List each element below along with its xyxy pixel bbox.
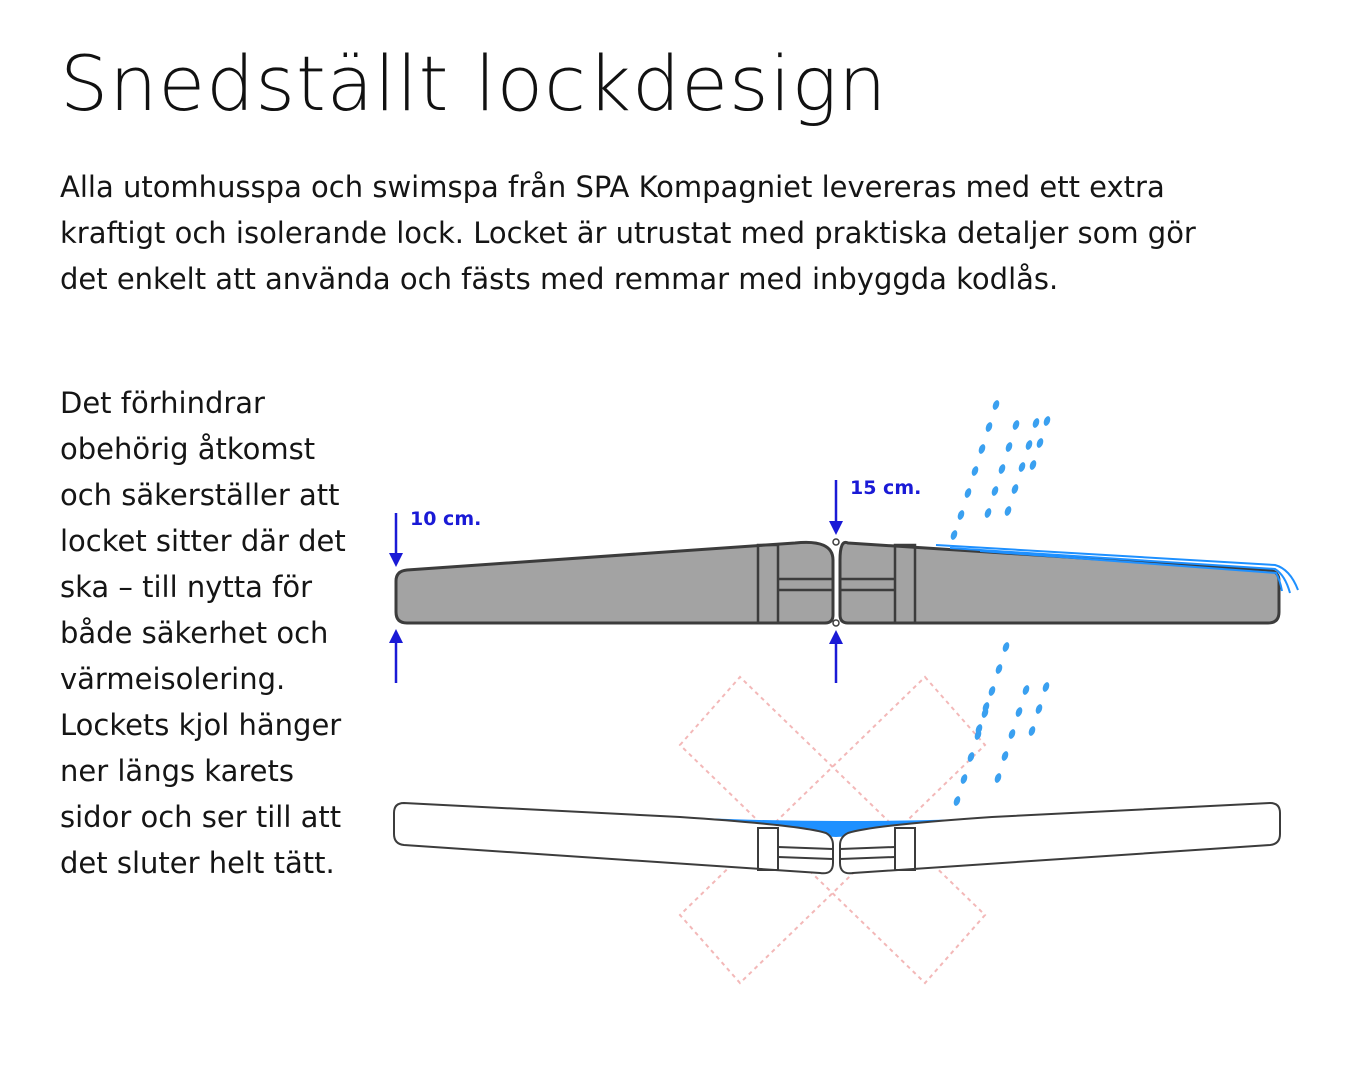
rain-top (950, 400, 1051, 540)
page-title: Snedställt lockdesign (60, 39, 888, 128)
center-height-arrows (829, 480, 843, 683)
rain-bottom (953, 642, 1050, 806)
wrong-cross-mark (678, 675, 987, 985)
sloped-lid (394, 538, 1281, 627)
edge-height-arrows (389, 513, 403, 683)
flat-lid (393, 801, 1281, 875)
center-height-label: 15 cm. (850, 477, 921, 499)
intro-paragraph: Alla utomhusspa och swimspa från SPA Kom… (60, 170, 1196, 296)
edge-height-label: 10 cm. (410, 508, 481, 530)
side-paragraph: Det förhindrar obehörig åtkomst och säke… (60, 386, 346, 880)
water-runoff (935, 544, 1299, 594)
sloped-lid-left-half (394, 540, 835, 625)
lid-diagram: 10 cm. 15 cm. (380, 385, 1320, 1005)
flat-lid-right-half (839, 801, 1281, 875)
flat-lid-left-half (393, 801, 834, 875)
